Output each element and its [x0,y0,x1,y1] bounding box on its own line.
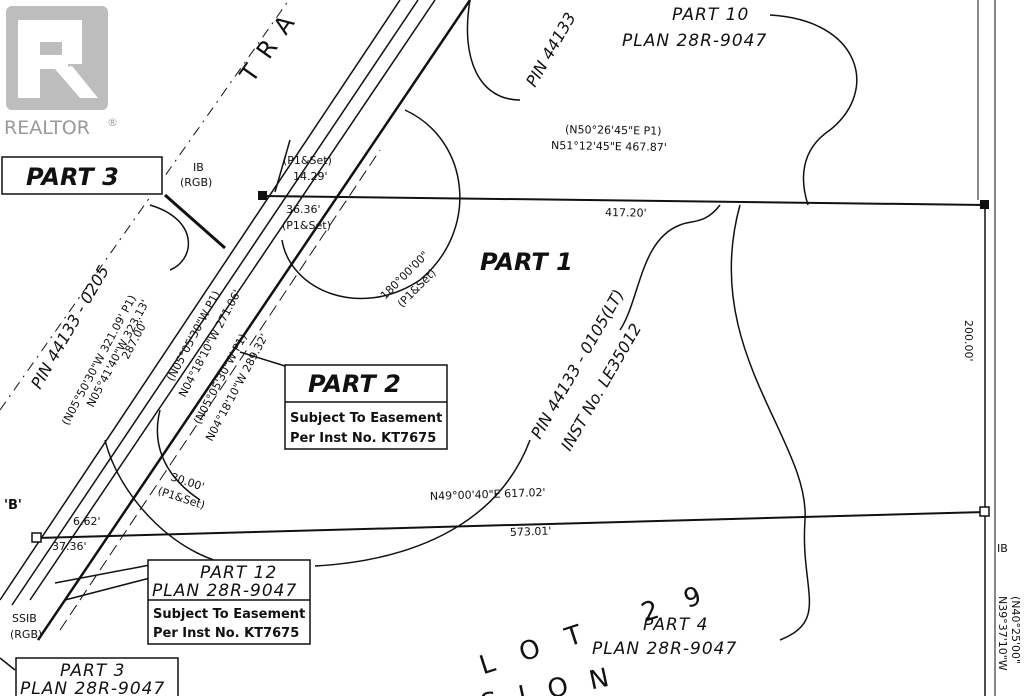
part-3-bottom-box [15,657,179,696]
registered-mark: ® [107,116,118,129]
south-bearing: N49°00'40"E 617.02' [430,486,546,503]
p1set-second-label: (P1&Set) [282,219,331,232]
part-10-plan: PLAN 28R-9047 [622,31,767,51]
ib-rgb-label: (RGB) [180,176,212,189]
north-measured-distance: 417.20' [605,206,647,220]
iron-bar-marker-se [979,506,990,517]
right-edge-bearing-2: N39°37'10"W [996,596,1009,671]
east-distance: 200.00' [962,320,975,362]
distance-37-36: 37.36' [52,540,87,553]
south-boundary-line [36,511,986,539]
north-bearing: N51°12'45"E 467.87' [551,139,667,154]
road-label: TRA [234,0,308,88]
distance-36-36: 36.36' [286,203,321,216]
part-12-plan: PLAN 28R-9047 [152,581,297,601]
p1set-top-label: (P1&Set) [283,154,332,167]
part-3-box [1,156,163,195]
iron-bar-marker-ne [980,200,989,209]
part-2-box [284,364,448,450]
realtor-watermark-logo: REALTOR ® [4,6,118,139]
ssib-marker [31,532,42,543]
part-12-note-line2: Per Inst No. KT7675 [153,626,299,641]
part-12-note-line1: Subject To Easement [153,607,305,622]
distance-6-62: 6.62' [73,515,101,528]
ib-right-label: IB [997,542,1008,555]
part-12-box [147,559,311,645]
part-2-note-line1: Subject To Easement [290,411,442,426]
part-2-note-line2: Per Inst No. KT7675 [290,431,436,446]
ssib-label: SSIB [12,612,37,625]
right-edge-bearing-1: (N40°25'00" [1009,596,1022,664]
pin-top-label: PIN 44133 [522,9,580,90]
part-3-bottom-plan: PLAN 28R-9047 [20,679,165,696]
ib-monument-marker [258,191,267,200]
ib-label: IB [193,161,204,174]
north-boundary-line [261,195,986,206]
ssib-rgb-label: (RGB) [10,628,42,641]
part-3-label: PART 3 [26,163,119,191]
part-3-bottom-label: PART 3 [60,661,125,681]
north-bearing-plan: (N50°26'45"E P1) [565,123,662,138]
point-b-label: 'B' [4,498,22,513]
road-allowance-lines [0,0,472,641]
south-measured-distance: 573.01' [510,525,552,539]
part-1-label: PART 1 [480,248,573,276]
part-4-plan: PLAN 28R-9047 [592,639,737,659]
distance-14-29: 14.29' [293,170,328,183]
part-10-label: PART 10 [672,5,749,25]
part-2-label: PART 2 [308,370,401,398]
part-4-label: PART 4 [643,615,708,635]
realtor-watermark-text: REALTOR [4,117,90,139]
part-12-label: PART 12 [200,563,277,583]
